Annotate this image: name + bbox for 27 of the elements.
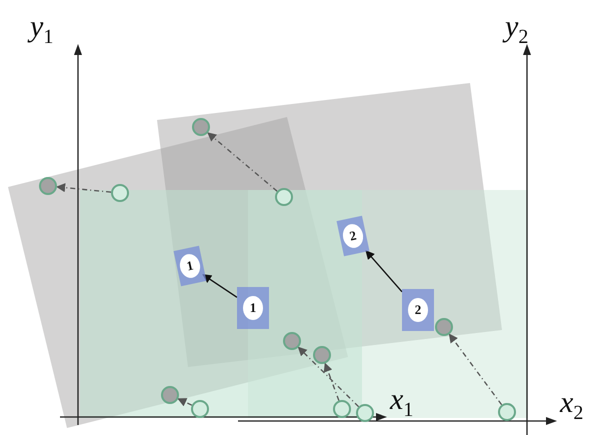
axis-label: x$_{2}$ bbox=[560, 388, 584, 423]
numbered-marker: 2 bbox=[402, 289, 434, 331]
point-circle bbox=[313, 346, 331, 364]
point-circle bbox=[356, 404, 374, 422]
arrow bbox=[365, 250, 402, 292]
point-circle bbox=[39, 177, 57, 195]
numbered-marker: 2 bbox=[336, 216, 370, 256]
point-circle bbox=[111, 184, 129, 202]
axis-label: x$_{1}$ bbox=[390, 385, 414, 420]
point-circle bbox=[333, 400, 351, 418]
arrow bbox=[56, 183, 112, 193]
point-circle bbox=[275, 188, 293, 206]
point-circle bbox=[283, 332, 301, 350]
point-circle bbox=[192, 118, 210, 136]
point-circle bbox=[191, 400, 209, 418]
point-circle bbox=[498, 403, 516, 421]
point-circle bbox=[161, 386, 179, 404]
point-circle bbox=[435, 318, 453, 336]
axis-label: y$_{1}$ bbox=[30, 12, 54, 47]
arrow bbox=[298, 346, 360, 408]
numbered-marker: 1 bbox=[174, 246, 206, 286]
arrow bbox=[324, 362, 340, 401]
numbered-marker: 1 bbox=[237, 287, 269, 329]
arrow bbox=[177, 398, 192, 406]
arrow bbox=[207, 132, 278, 192]
arrow bbox=[448, 334, 502, 406]
axis-label: y$_{2}$ bbox=[505, 12, 528, 47]
